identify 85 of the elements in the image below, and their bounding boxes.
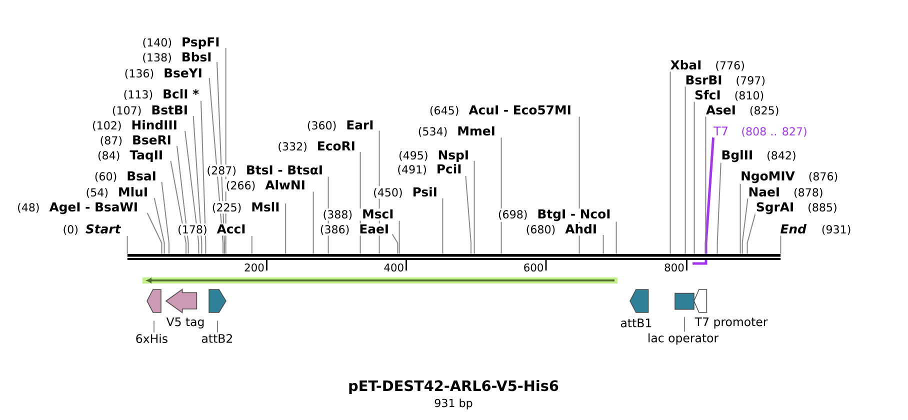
leader-line (170, 160, 186, 254)
site-label: BglII (842) (720, 149, 798, 163)
scale-number: 800 (664, 263, 684, 272)
leader-line (670, 70, 671, 254)
subtitle: 931 bp (434, 398, 472, 410)
site-label: (360) EarI (306, 120, 375, 132)
site-label: NgoMIV (876) (740, 170, 839, 184)
leader-line (684, 316, 685, 332)
site-label: (645) AcuI - Eco57MI (428, 104, 572, 117)
leader-line (442, 198, 444, 254)
leader-line (602, 234, 604, 254)
leader-line (285, 203, 286, 254)
leader-line (184, 130, 200, 254)
leader-line (704, 137, 715, 254)
site-label: (0) Start (62, 223, 122, 236)
site-label: (140) PspFI (141, 36, 221, 50)
leader-line (126, 236, 128, 254)
leader-line (474, 160, 475, 254)
site-label: XbaI (776) (669, 59, 746, 72)
site-label: (107) BstBI (111, 104, 189, 117)
site-label: (386) EaeI (319, 224, 390, 236)
leader-line (154, 198, 165, 254)
sequence-bar (127, 254, 781, 260)
site-label: (87) BseRI (99, 134, 172, 147)
leader-line (392, 234, 398, 254)
site-label: (113) BclI * (122, 88, 200, 101)
leader-line (742, 196, 748, 254)
leader-line (684, 86, 686, 254)
leader-line (716, 160, 722, 254)
site-label: (54) MluI (85, 186, 149, 199)
site-label: (698) BtgI - NcoI (497, 208, 612, 222)
leader-line (694, 101, 695, 254)
leader-line (780, 234, 782, 254)
site-label: (84) TaqII (96, 150, 164, 163)
leader-line (398, 220, 400, 254)
site-label: SgrAI (885) (755, 201, 838, 215)
leader-line (251, 236, 252, 254)
leader-line (500, 137, 502, 254)
site-label: (287) BtsI - BtsαI (206, 164, 324, 177)
site-label: (491) PciI (396, 163, 463, 176)
site-label: SfcI (810) (694, 89, 765, 102)
site-label: NaeI (878) (747, 186, 824, 199)
feature-label: lac operator (648, 333, 719, 345)
leader-line (740, 182, 741, 254)
feature-label: T7 promoter (694, 318, 768, 328)
primer-label: T7 (808 .. 827) (712, 126, 808, 138)
leader-line (146, 212, 162, 254)
site-label: (680) AhdI (525, 223, 598, 236)
site-label: (332) EcoRI (276, 140, 356, 153)
site-label: AseI (825) (705, 104, 780, 117)
site-label: (136) BseYI (124, 68, 204, 80)
leader-line (217, 320, 218, 333)
site-label: (178) AccI (176, 224, 247, 236)
leader-line (176, 146, 189, 254)
leader-line (161, 182, 170, 254)
site-label: (138) BbsI (141, 51, 213, 64)
leader-line (200, 100, 206, 254)
site-label: BsrBI (797) (684, 74, 766, 87)
feature-pentagon (208, 289, 226, 313)
site-label: (495) NspI (398, 150, 470, 163)
site-label: (225) MslI (211, 201, 281, 214)
feature-label: attB2 (202, 334, 232, 343)
feature-block (674, 292, 694, 310)
site-label: (388) MscI (322, 208, 395, 221)
site-label: (450) PsiI (372, 186, 438, 199)
leader-line (616, 221, 617, 254)
leader-line (312, 191, 314, 254)
site-label: (534) MmeI (417, 126, 496, 138)
feature-label: 6xHis (136, 334, 168, 344)
scale-number: 400 (384, 263, 404, 272)
site-label: (48) AgeI - BsaWI (16, 202, 139, 215)
feature-label: V5 tag (166, 318, 204, 328)
leader-line (705, 116, 706, 254)
scale-number: 200 (244, 263, 264, 272)
site-label: (102) HindIII (91, 119, 178, 132)
scale-number: 600 (524, 263, 544, 272)
feature-pentagon (146, 289, 162, 313)
site-label: (266) AlwNI (225, 179, 306, 192)
title: pET-DEST42-ARL6-V5-His6 (349, 380, 558, 394)
site-label: (60) BsaI (94, 170, 158, 183)
site-label: End (931) (779, 223, 852, 236)
leader-line (192, 116, 202, 254)
feature-label: attB1 (620, 318, 652, 328)
leader-line (465, 176, 472, 254)
leader-line (746, 212, 756, 254)
